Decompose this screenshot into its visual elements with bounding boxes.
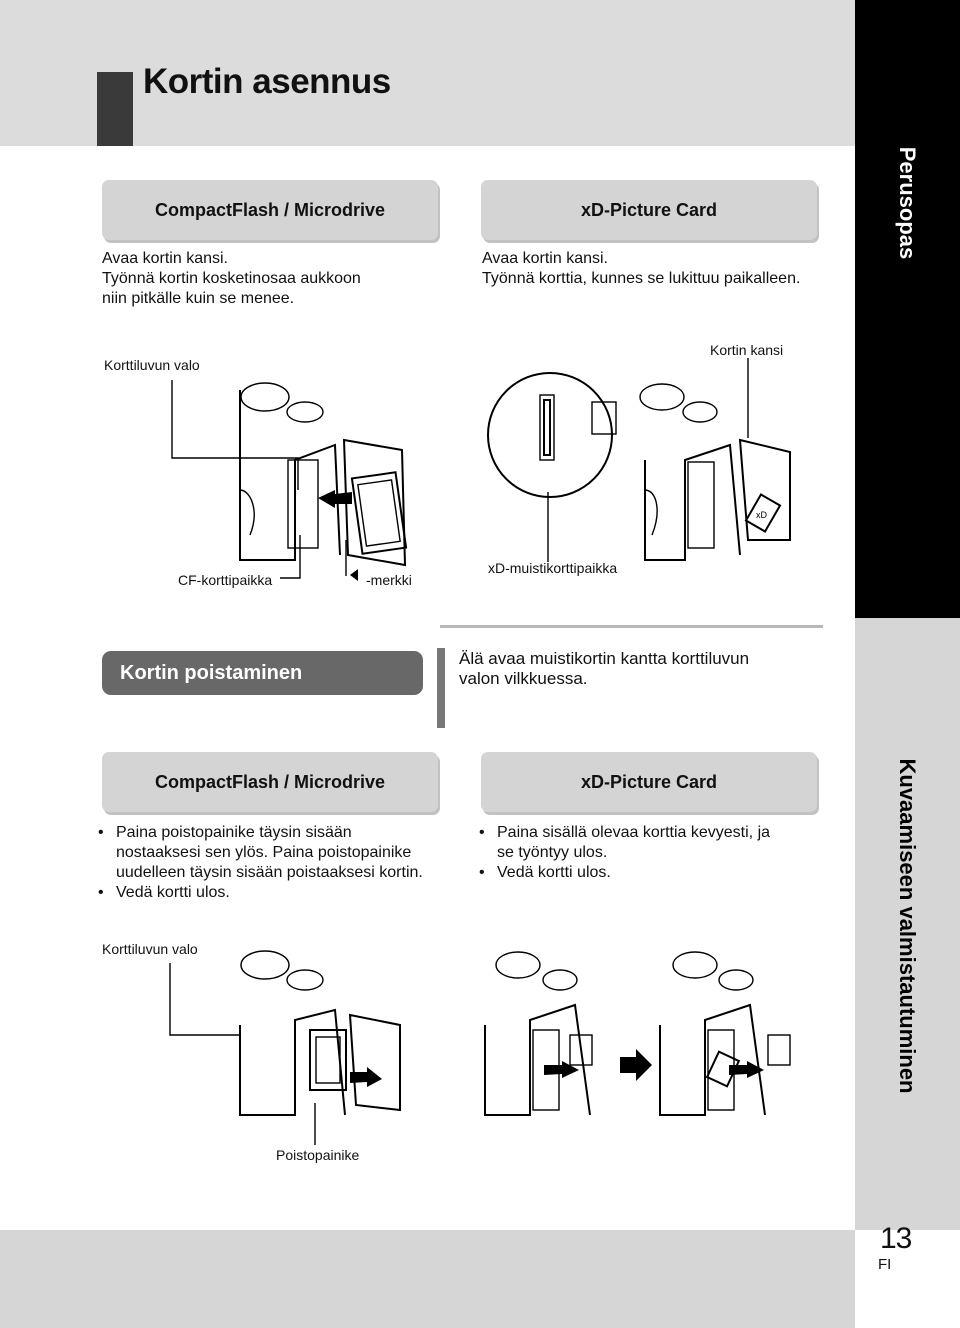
cf-remove-instructions: Paina poistopainike täysin sisään nostaa… <box>98 823 438 903</box>
removal-section-title: Kortin poistaminen <box>102 651 423 695</box>
xd-slot-label: xD-muistikorttipaikka <box>488 560 618 576</box>
list-item: Paina sisällä olevaa korttia kevyesti, j… <box>479 823 779 863</box>
card-removal-illustration <box>169 950 791 1145</box>
mark-label: -merkki <box>366 572 412 588</box>
svg-text:xD: xD <box>756 510 768 520</box>
side-tab-basic-guide: Perusopas <box>855 0 960 618</box>
xd-slot-zoom-illustration <box>487 372 617 498</box>
instruction-line: Työnnä kortin kosketinosaa aukkoon <box>102 270 361 287</box>
warning-marker <box>437 648 445 728</box>
warning-line: Älä avaa muistikortin kantta korttiluvun <box>459 649 750 668</box>
warning-line: valon vilkkuessa. <box>459 669 588 688</box>
xd-remove-header: xD-Picture Card <box>481 752 817 812</box>
cf-remove-header: CompactFlash / Microdrive <box>102 752 438 812</box>
cf-insert-header: CompactFlash / Microdrive <box>102 180 438 240</box>
language-code: FI <box>878 1256 892 1273</box>
leader-line <box>280 535 301 579</box>
removal-warning: Älä avaa muistikortin kantta korttiluvun… <box>459 649 749 689</box>
camera-cf-removal-illustration <box>239 950 401 1116</box>
xd-insert-header: xD-Picture Card <box>481 180 817 240</box>
header-band <box>0 0 855 146</box>
camera-xd-removal-illustration <box>484 951 593 1116</box>
section-separator <box>440 625 823 628</box>
page-title: Kortin asennus <box>143 62 391 101</box>
next-step-arrow <box>620 1049 652 1081</box>
leader-line <box>169 963 241 1055</box>
list-item: Paina poistopainike täysin sisään nostaa… <box>98 823 438 883</box>
access-lamp-label: Korttiluvun valo <box>102 941 198 957</box>
xd-remove-instructions: Paina sisällä olevaa korttia kevyesti, j… <box>479 823 779 883</box>
footer-band <box>0 1230 855 1328</box>
card-insertion-illustration: xD <box>171 358 791 581</box>
instruction-line: Avaa kortin kansi. <box>102 250 228 267</box>
card-cover-label: Kortin kansi <box>710 342 784 358</box>
camera-xd-illustration: xD <box>639 383 791 561</box>
camera-xd-removal-illustration <box>659 951 791 1116</box>
instruction-line: Avaa kortin kansi. <box>482 250 608 267</box>
page-number: 13 <box>880 1222 912 1255</box>
leader-line <box>171 380 299 490</box>
cf-insert-instructions: Avaa kortin kansi. Työnnä kortin kosketi… <box>102 249 361 309</box>
cf-slot-label: CF-korttipaikka <box>178 572 273 588</box>
list-item: Vedä kortti ulos. <box>479 863 779 883</box>
access-lamp-label: Korttiluvun valo <box>104 357 200 373</box>
title-accent-bar <box>97 72 133 146</box>
list-item: Vedä kortti ulos. <box>98 883 438 903</box>
eject-button-label: Poistopainike <box>276 1147 360 1163</box>
instruction-line: Työnnä korttia, kunnes se lukittuu paika… <box>482 270 801 287</box>
xd-insert-instructions: Avaa kortin kansi. Työnnä korttia, kunne… <box>482 249 800 289</box>
instruction-line: niin pitkälle kuin se menee. <box>102 290 295 307</box>
side-tab-label: Perusopas <box>895 146 920 260</box>
side-tab-label: Kuvaamiseen valmistautuminen <box>895 758 920 1094</box>
side-tab-preparation: Kuvaamiseen valmistautuminen <box>855 618 960 1230</box>
camera-cf-illustration <box>239 382 408 581</box>
